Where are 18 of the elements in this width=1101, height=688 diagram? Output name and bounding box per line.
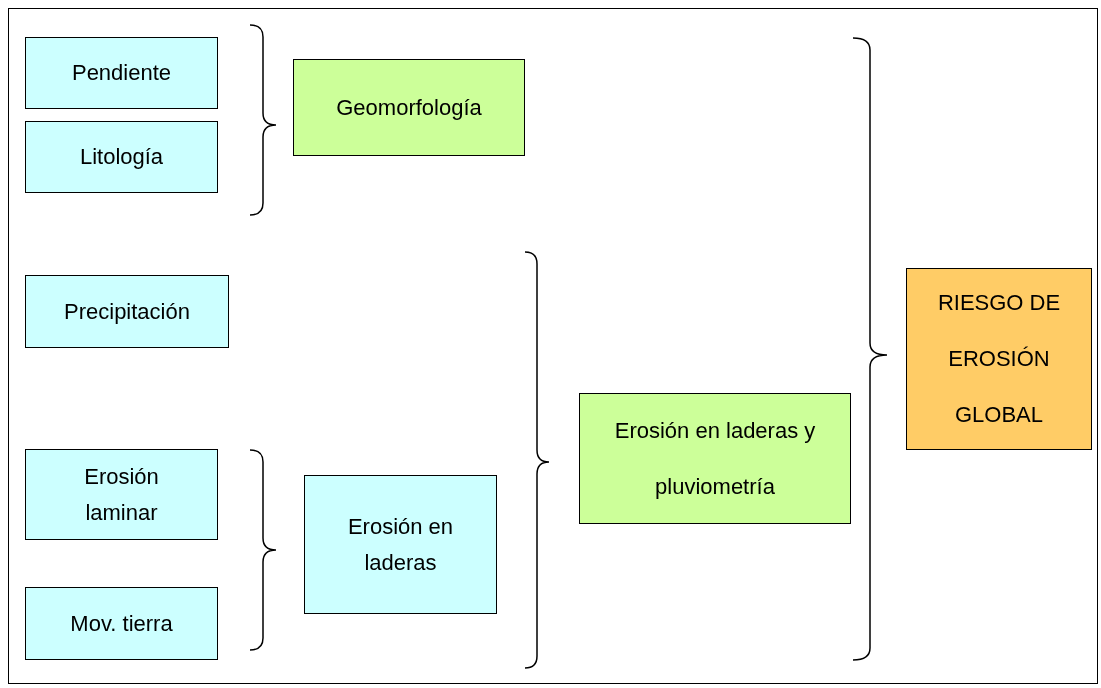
box-label: Erosión laminar [83, 462, 160, 527]
process-box [579, 393, 851, 524]
box-label: Litología [79, 143, 164, 171]
box-label: RIESGO DE EROSIÓN GLOBAL [936, 289, 1062, 429]
process-box [25, 275, 229, 348]
process-box [906, 268, 1092, 450]
box-label: Precipitación [64, 297, 190, 326]
process-box [293, 59, 525, 156]
process-box [304, 475, 497, 614]
process-box [25, 121, 218, 193]
box-label: Erosión en laderas [346, 512, 455, 577]
process-box [25, 37, 218, 109]
process-box [25, 449, 218, 540]
box-label: Mov. tierra [70, 609, 173, 638]
process-box [25, 587, 218, 660]
box-label: Geomorfología [336, 93, 482, 122]
box-label: Erosión en laderas y pluviometría [613, 416, 817, 501]
box-label: Pendiente [71, 59, 172, 87]
